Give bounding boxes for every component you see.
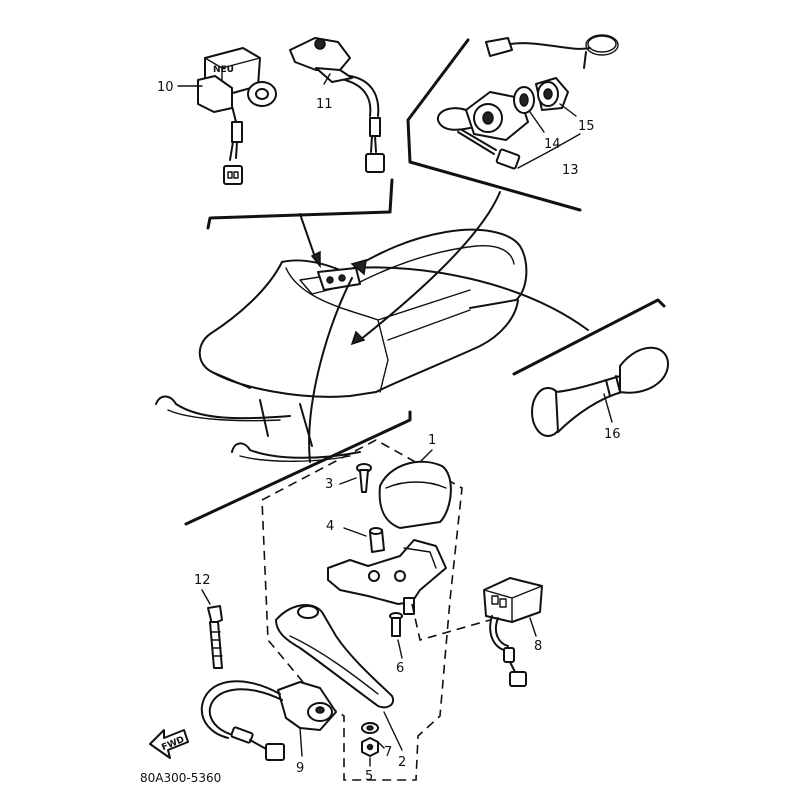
group-top-right: 14 15 13 [406, 34, 619, 212]
svg-text:NEU: NEU [213, 65, 234, 75]
callout-5: 5 [365, 769, 373, 784]
leader-7 [377, 741, 385, 749]
pointer-top-right-head [350, 330, 366, 346]
part-2-lever [275, 604, 394, 709]
leader-8 [529, 617, 537, 637]
leader-6 [397, 639, 403, 659]
callout-15: 15 [578, 119, 595, 134]
callout-7: 7 [384, 745, 392, 760]
leader-2 [383, 711, 403, 751]
callout-10: 10 [157, 80, 174, 95]
callout-1: 1 [428, 433, 436, 448]
callout-6: 6 [396, 661, 404, 676]
leader-13 [517, 133, 581, 169]
part-7-washer [361, 722, 379, 734]
part-8-connector [483, 577, 543, 687]
part-10-relay: NEU [197, 47, 277, 185]
leader-1 [419, 449, 433, 463]
part-9-switch [200, 680, 337, 761]
part-15-cap [535, 77, 569, 111]
part-12-tie [207, 605, 223, 669]
lever-holder [327, 539, 447, 615]
group-bracket-horn [512, 298, 666, 376]
part-3-screw [356, 463, 372, 493]
connector-8-guide [411, 603, 491, 642]
part-6-bolt [389, 612, 403, 637]
leader-11 [323, 73, 331, 85]
callout-2: 2 [398, 755, 406, 770]
group-horn: 16 [512, 298, 669, 442]
part-5-nut [361, 737, 379, 757]
callout-14: 14 [544, 137, 561, 152]
callout-16: 16 [604, 427, 621, 442]
pointer-top-right [359, 191, 501, 341]
group-bracket-bottom [184, 410, 412, 526]
leader-15 [559, 103, 577, 117]
leader-16 [603, 393, 613, 423]
housing-cover [378, 460, 452, 529]
snowmobile-outline [155, 228, 589, 462]
callout-13: 13 [562, 163, 579, 178]
callout-11: 11 [316, 97, 333, 112]
callout-12: 12 [194, 573, 211, 588]
group-bracket-top-right [406, 38, 582, 212]
part-4-collar [369, 527, 385, 553]
key-cord [485, 34, 619, 69]
group-bottom: 1 3 4 [184, 277, 543, 784]
fwd-arrow: FWD [149, 729, 189, 759]
leader-14 [529, 111, 545, 133]
pointer-bottom [308, 277, 353, 463]
leader-4 [343, 527, 367, 537]
callout-3: 3 [325, 477, 333, 492]
callout-8: 8 [534, 639, 542, 654]
group-bracket-top-left [206, 178, 394, 230]
leader-9 [299, 727, 303, 757]
leader-3 [339, 477, 357, 485]
reference-code: 80A300-5360 [140, 771, 221, 785]
part-14-nut [513, 86, 535, 114]
group-top-left: NEU 10 11 [157, 37, 394, 230]
callout-4: 4 [326, 519, 334, 534]
callout-9: 9 [296, 761, 304, 776]
pointer-top-left [299, 213, 317, 261]
part-16-horn [531, 346, 669, 437]
part-11-switch [289, 37, 385, 173]
leader-12 [201, 589, 211, 605]
part-13-main-switch [437, 91, 529, 170]
